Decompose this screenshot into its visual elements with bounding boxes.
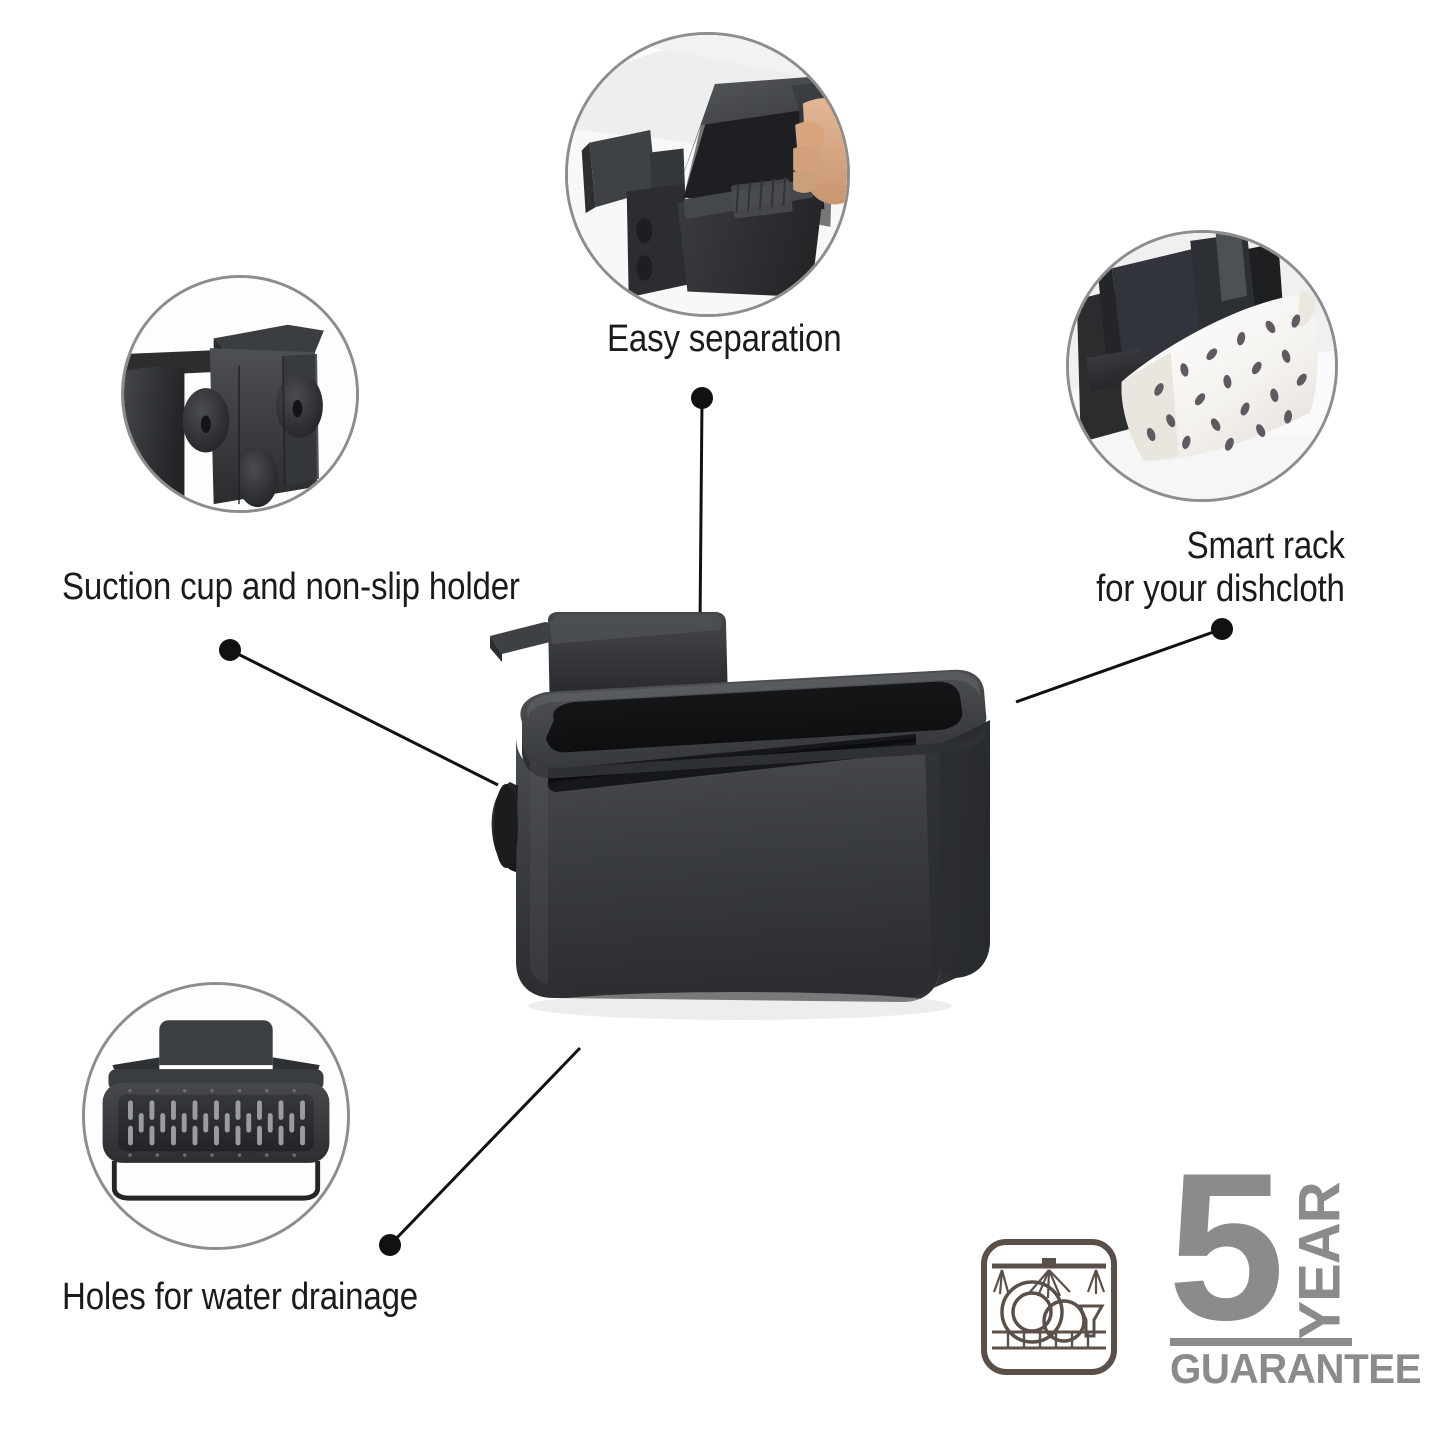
- callout-photo-smart-rack: [1066, 230, 1338, 502]
- callout-label-smart-rack: Smart rack for your dishcloth: [1096, 525, 1345, 611]
- leader-line-rack: [1015, 627, 1223, 704]
- guarantee-badge: 5 YEAR GUARANTEE: [1168, 1142, 1422, 1393]
- leader-line-drainage: [388, 1046, 582, 1247]
- drainage-holes-photo: ​: [85, 985, 347, 1247]
- callout-label-suction-cup: Suction cup and non-slip holder: [62, 566, 520, 608]
- callout-label-easy-separation: Easy separation: [607, 318, 842, 360]
- guarantee-number: 5: [1168, 1129, 1285, 1364]
- dishwasher-safe-icon: [981, 1239, 1117, 1375]
- dishcloth-rack-photo: [1069, 233, 1335, 499]
- leader-dot-separation: [691, 387, 713, 409]
- guarantee-rule: [1170, 1338, 1352, 1346]
- guarantee-word: GUARANTEE: [1170, 1345, 1422, 1392]
- callout-photo-easy-separation: [565, 32, 850, 317]
- callout-photo-drainage-holes: ​: [82, 982, 350, 1250]
- suction-cup-photo: [124, 278, 356, 510]
- easy-separation-photo: [568, 35, 847, 314]
- callout-label-drainage: Holes for water drainage: [62, 1276, 419, 1318]
- guarantee-period: YEAR: [1287, 1182, 1353, 1340]
- callout-photo-suction-cup: [121, 275, 359, 513]
- product-hero-image: [490, 612, 990, 1020]
- leader-dot-suction: [219, 639, 241, 661]
- leader-line-separation: [698, 399, 704, 627]
- leader-line-suction: [229, 648, 499, 787]
- leader-dot-rack: [1211, 618, 1233, 640]
- leader-dot-drainage: [379, 1234, 401, 1256]
